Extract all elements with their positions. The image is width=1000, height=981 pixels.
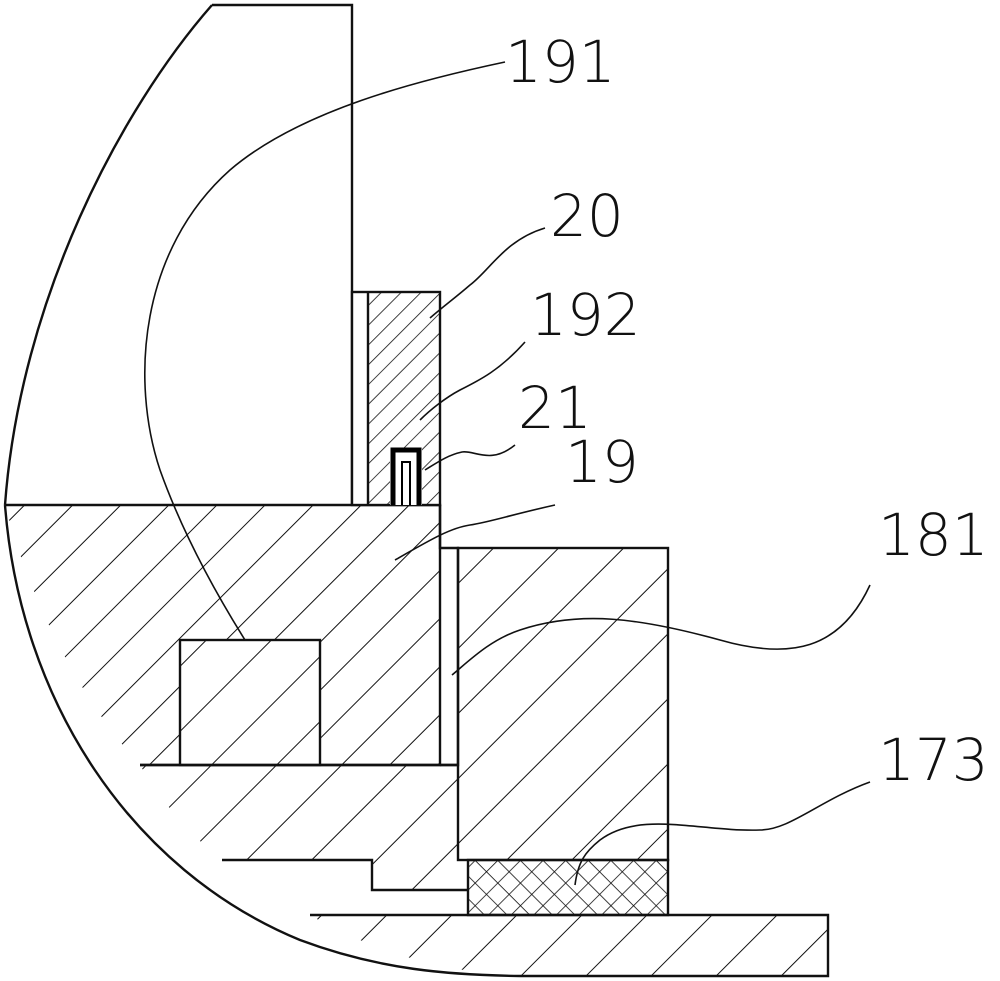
label-181: 181 [878, 501, 989, 569]
base-plate [310, 915, 828, 976]
lower-body [140, 765, 468, 890]
label-20: 20 [550, 182, 624, 250]
label-173: 173 [878, 726, 989, 794]
part-191-ring [180, 640, 320, 765]
part-181-block [458, 548, 668, 860]
housing-outer-curve-upper [5, 5, 212, 505]
gap-strip [440, 505, 458, 765]
leader-20 [430, 228, 545, 318]
part-21-spring [390, 448, 422, 505]
label-19: 19 [565, 428, 639, 496]
label-191: 191 [505, 28, 616, 96]
upper-plate-outline [212, 5, 352, 505]
part-173-pad [468, 860, 668, 915]
label-192: 192 [530, 281, 641, 349]
